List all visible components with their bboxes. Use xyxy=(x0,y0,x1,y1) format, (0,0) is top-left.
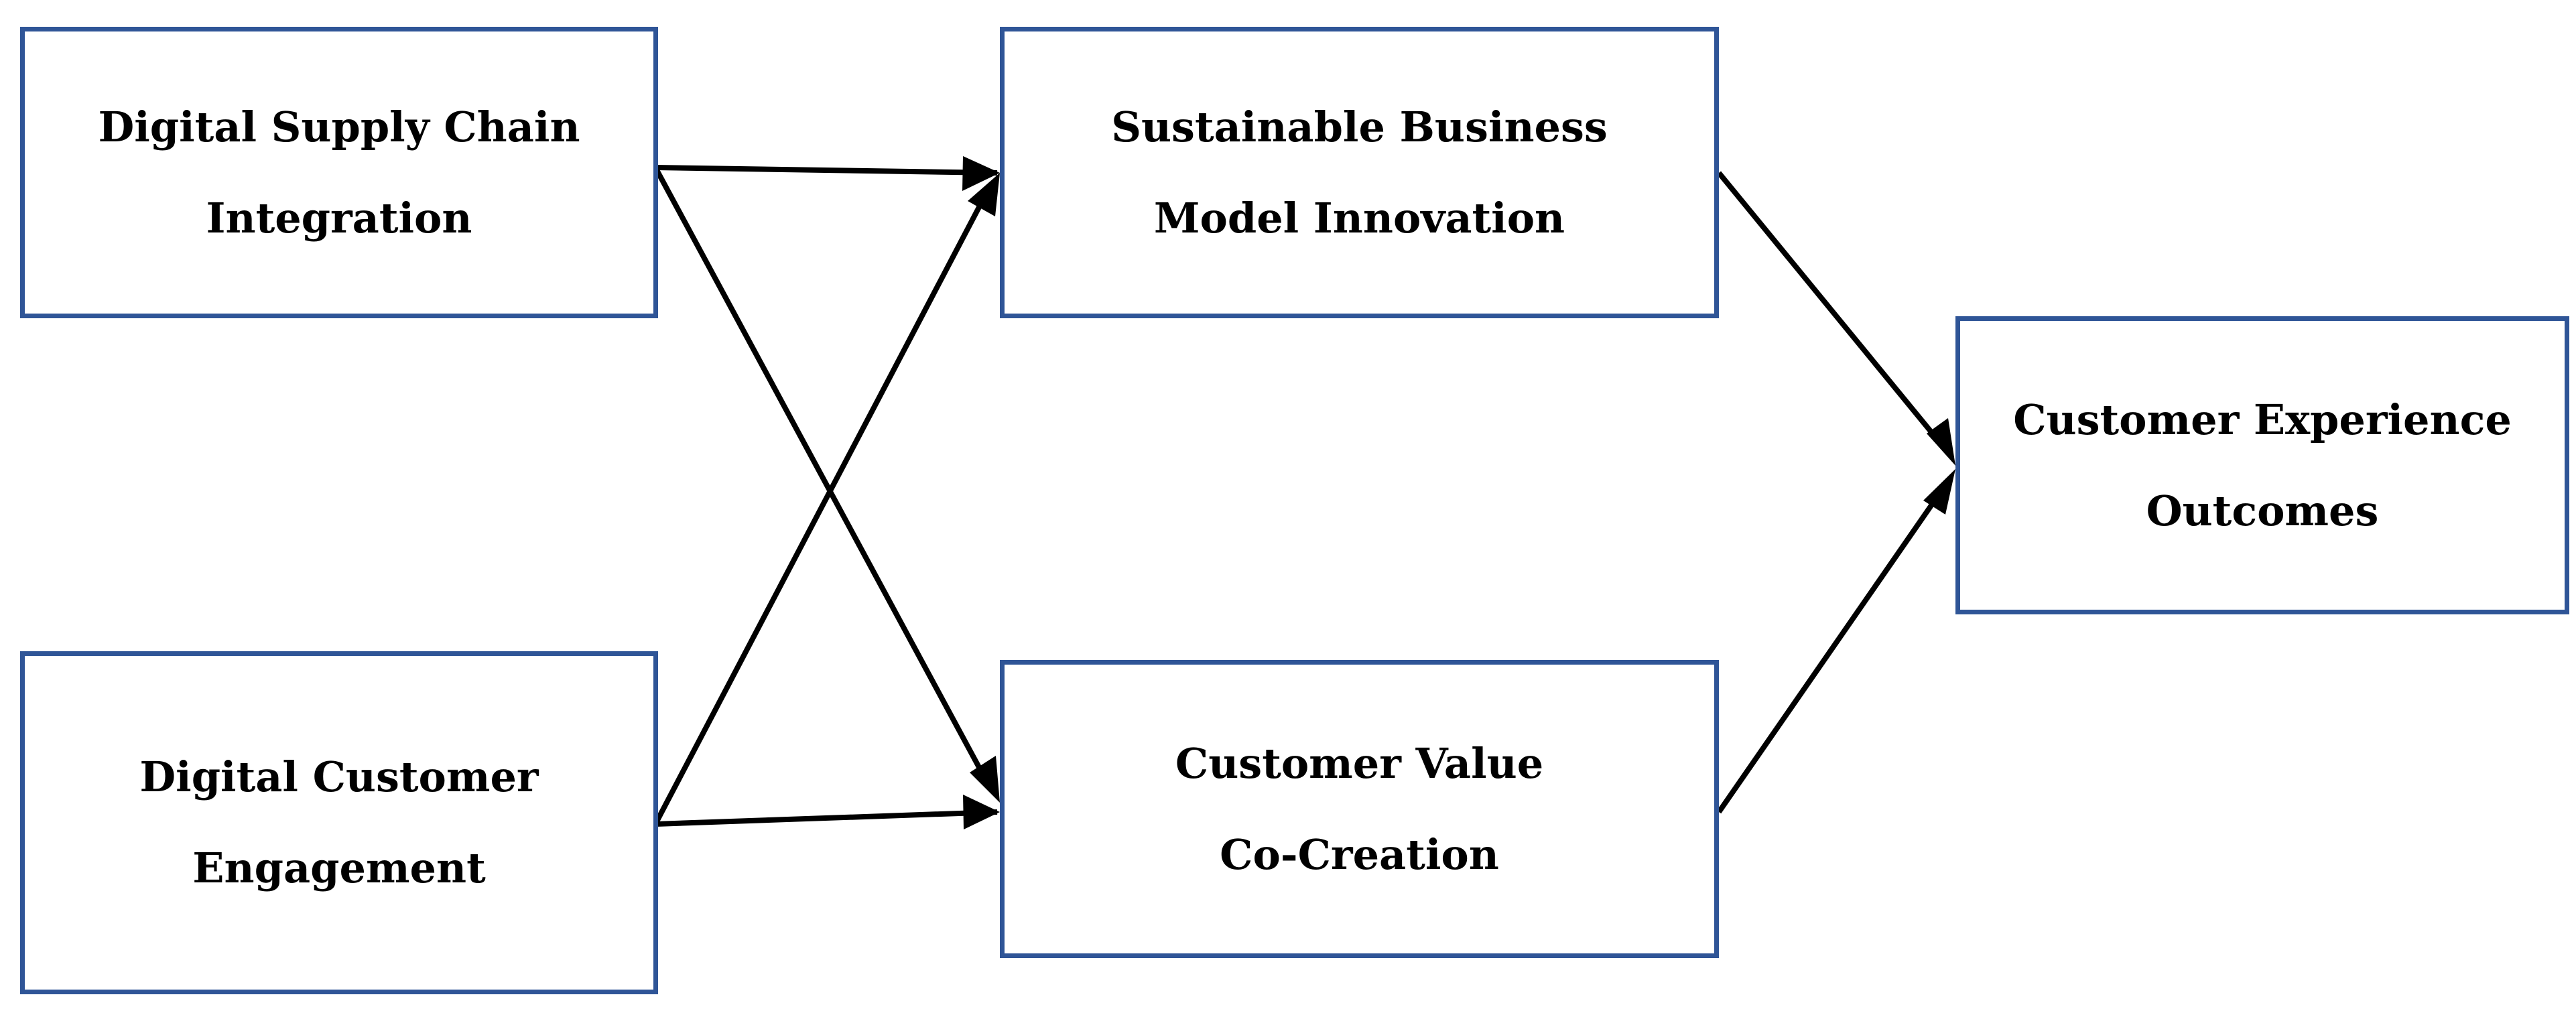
arrow-dce-to-sbmi xyxy=(653,194,988,825)
arrowhead-dsci-to-sbmi xyxy=(962,156,1000,191)
arrowhead-dce-to-sbmi xyxy=(968,173,1000,216)
node-label-line: Sustainable Business xyxy=(1111,102,1608,151)
node-label-line: Customer Experience xyxy=(2013,395,2512,444)
arrow-dsci-to-sbmi xyxy=(655,165,998,176)
node-customer-experience-outcomes: Customer Experience Outcomes xyxy=(1955,316,2569,614)
node-label-line: Co-Creation xyxy=(1220,829,1499,879)
node-digital-supply-chain-integration: Digital Supply Chain Integration xyxy=(20,27,658,318)
arrowhead-dce-to-cvcc xyxy=(963,795,1000,829)
node-label-line: Customer Value xyxy=(1175,738,1544,788)
node-sustainable-business-model-innovation: Sustainable Business Model Innovation xyxy=(1000,27,1719,318)
node-label-line: Digital Customer xyxy=(139,752,539,801)
arrowhead-cvcc-to-ceo xyxy=(1923,469,1955,515)
arrow-cvcc-to-ceo xyxy=(1716,490,1943,814)
node-label-line: Engagement xyxy=(192,844,486,892)
node-digital-customer-engagement: Digital Customer Engagement xyxy=(20,651,658,994)
arrow-sbmi-to-ceo xyxy=(1716,171,1943,446)
arrowhead-dsci-to-cvcc xyxy=(970,756,1000,803)
node-customer-value-co-creation: Customer Value Co-Creation xyxy=(1000,660,1719,958)
node-label-line: Digital Supply Chain xyxy=(98,102,580,151)
arrow-dce-to-cvcc xyxy=(655,809,998,827)
arrowhead-sbmi-to-ceo xyxy=(1927,418,1955,466)
node-label-line: Model Innovation xyxy=(1153,193,1565,243)
node-label-line: Integration xyxy=(206,193,472,243)
arrow-dsci-to-cvcc xyxy=(653,166,988,780)
node-label-line: Outcomes xyxy=(2146,486,2379,535)
